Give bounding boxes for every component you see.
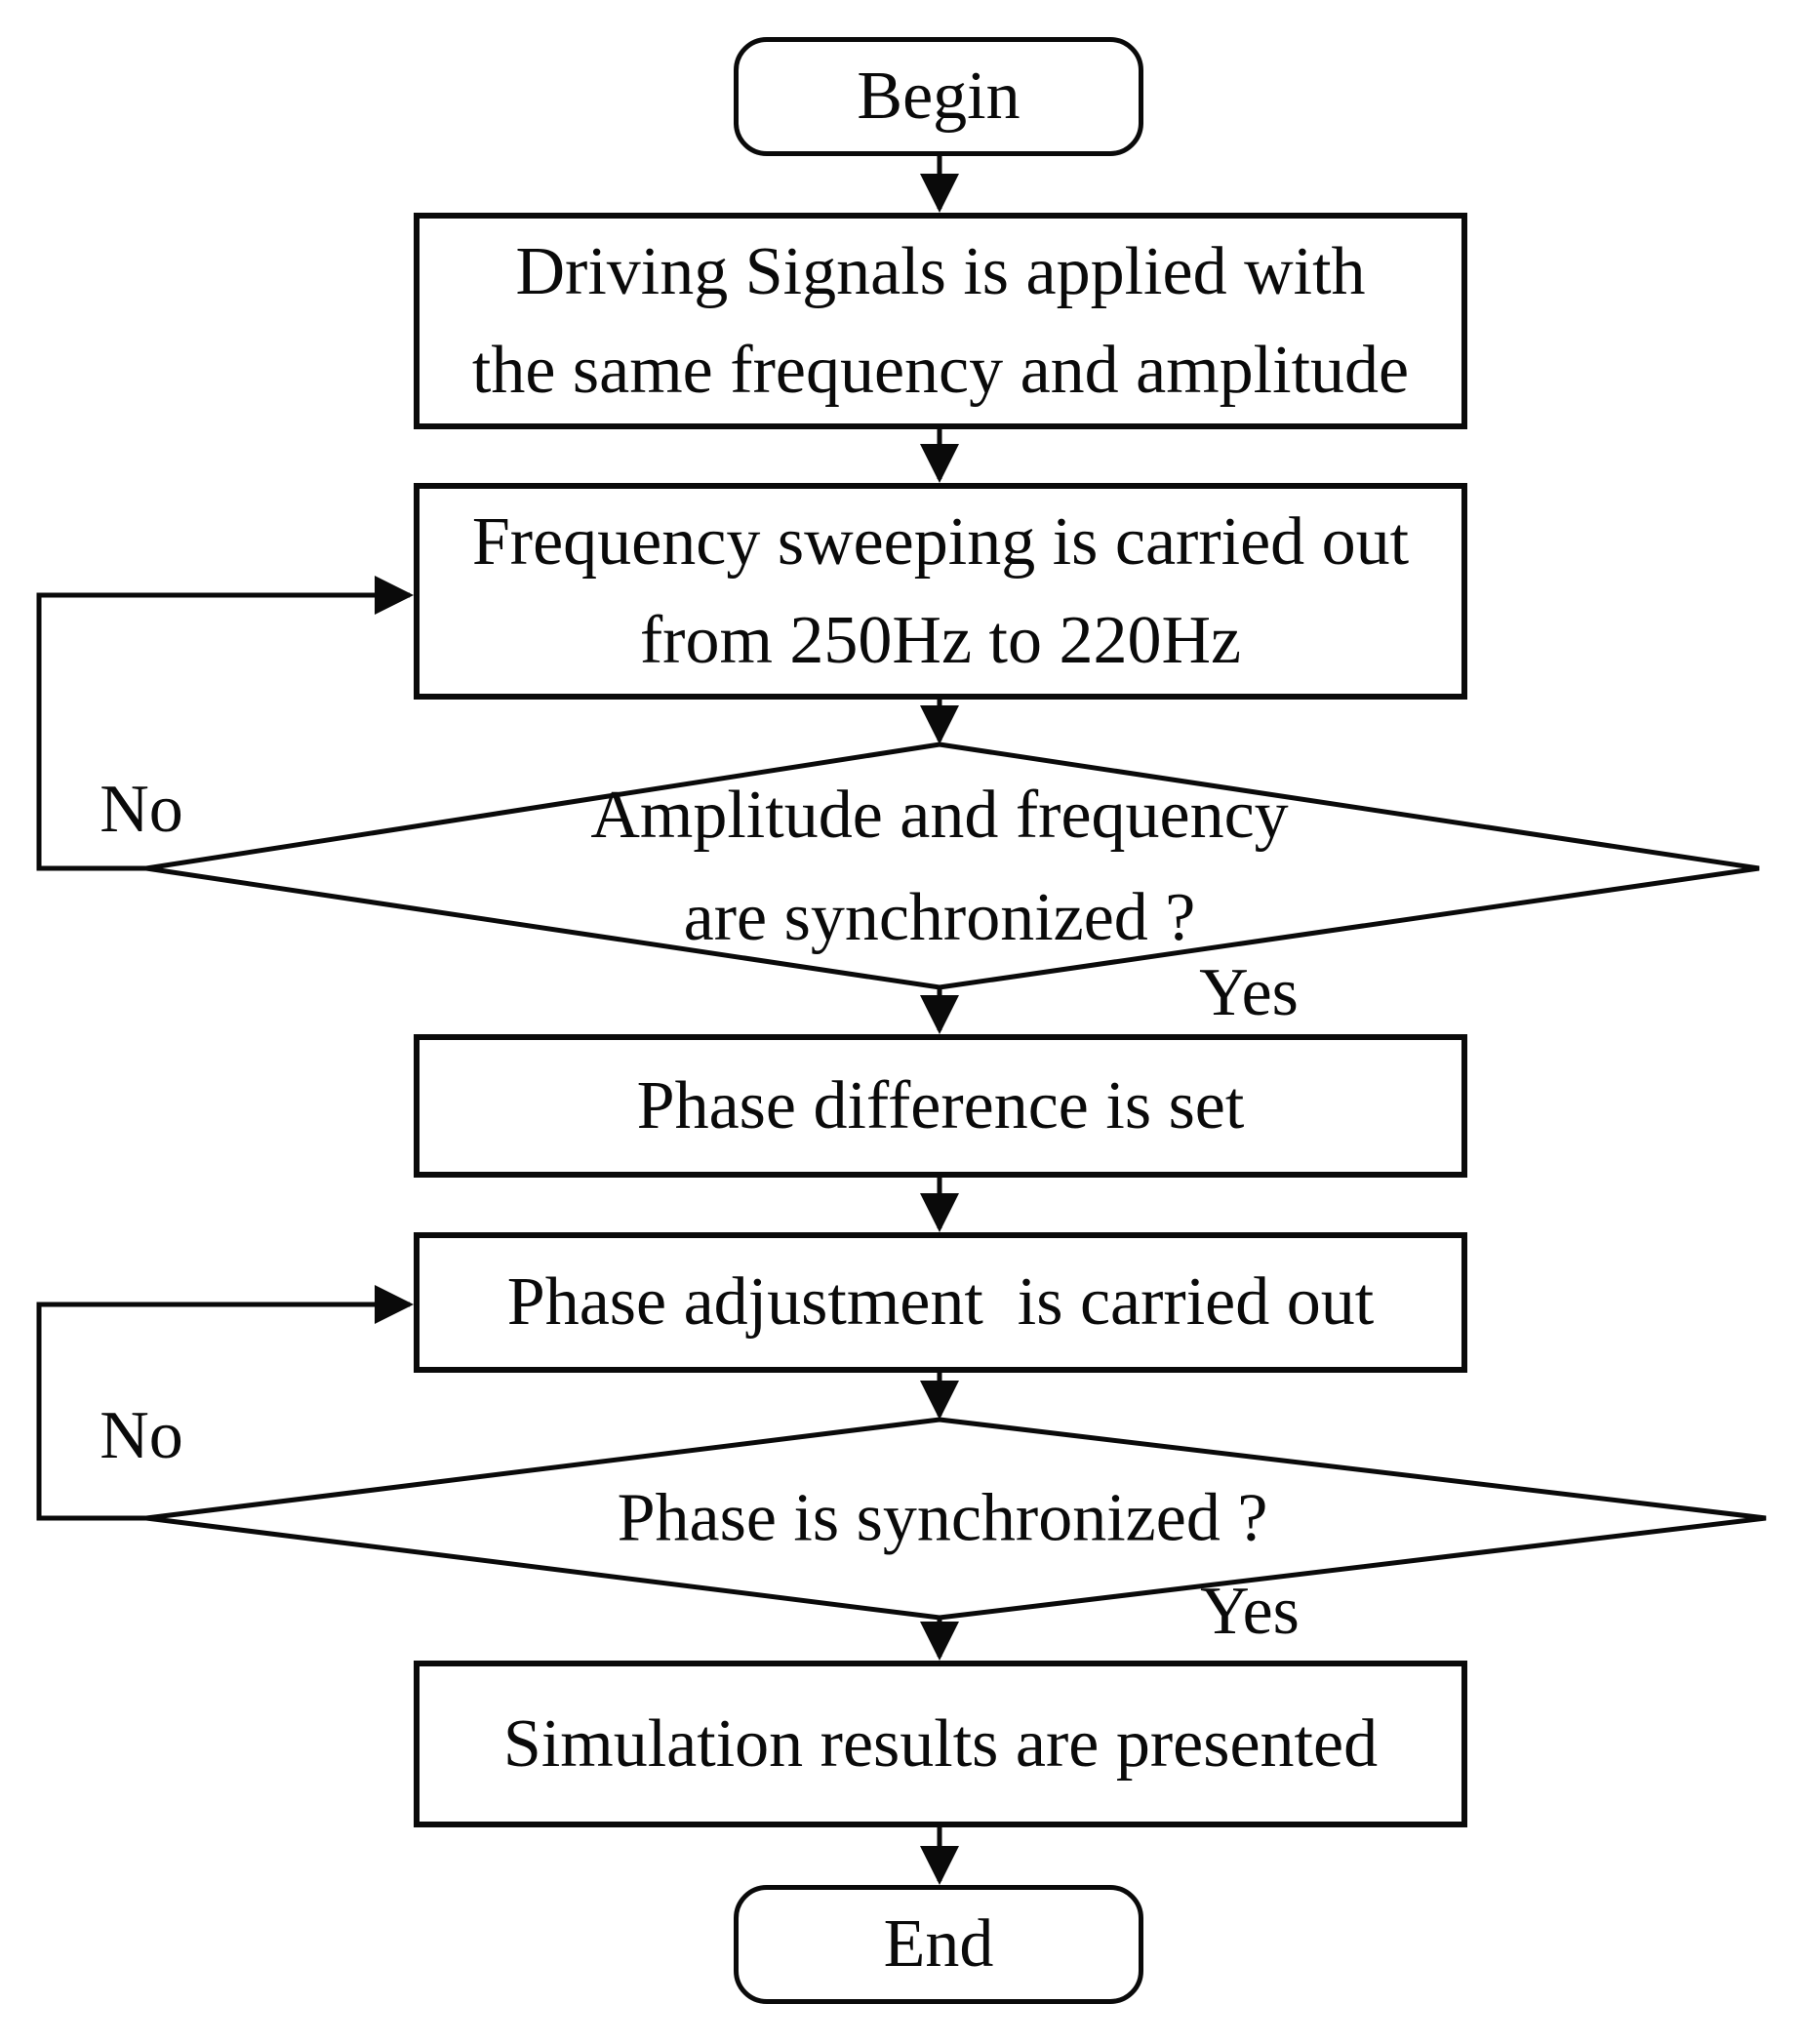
process-frequency-sweeping: Frequency sweeping is carried out from 2… — [414, 483, 1467, 700]
process-simulation-results: Simulation results are presented — [414, 1661, 1467, 1827]
no-loop-decision2-line — [36, 1285, 414, 1521]
process-simulation-results-label: Simulation results are presented — [502, 1705, 1379, 1782]
terminator-end-label: End — [883, 1906, 994, 1983]
no-loop-decision1-line — [36, 576, 414, 871]
terminator-begin: Begin — [734, 37, 1143, 156]
edge-label-yes-decision1: Yes — [1199, 955, 1299, 1030]
process-phase-adjustment-label: Phase adjustment is carried out — [506, 1264, 1375, 1341]
edge-label-no-decision1: No — [100, 772, 183, 847]
process-phase-difference: Phase difference is set — [414, 1034, 1467, 1178]
process-driving-signals-label: Driving Signals is applied with the same… — [471, 233, 1410, 409]
terminator-begin-label: Begin — [857, 59, 1021, 135]
decision1-label: Amplitude and frequency are synchronized… — [590, 778, 1289, 955]
terminator-end: End — [734, 1885, 1143, 2004]
process-phase-difference-label: Phase difference is set — [636, 1067, 1245, 1143]
edge-label-yes-decision2: Yes — [1200, 1574, 1300, 1649]
process-phase-adjustment: Phase adjustment is carried out — [414, 1232, 1467, 1373]
process-driving-signals: Driving Signals is applied with the same… — [414, 213, 1467, 429]
decision2-label: Phase is synchronized ? — [617, 1480, 1268, 1556]
edge-label-no-decision2: No — [100, 1398, 183, 1473]
process-frequency-sweeping-label: Frequency sweeping is carried out from 2… — [471, 503, 1410, 679]
